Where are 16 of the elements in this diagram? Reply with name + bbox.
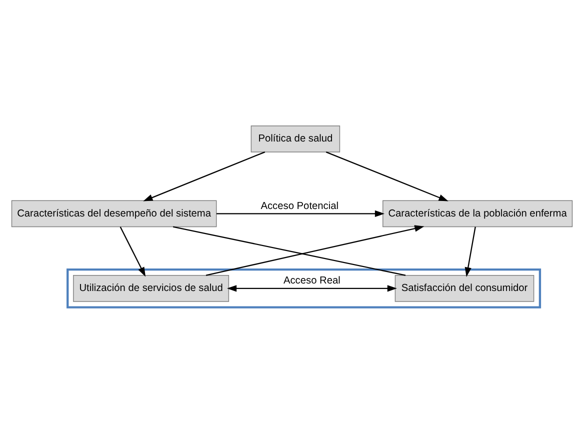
arrow <box>206 225 424 276</box>
node-box: Características del desempeño del sistema <box>11 200 217 228</box>
connector <box>173 226 406 276</box>
arrow <box>120 226 146 277</box>
edge-label: Acceso Potencial <box>260 200 339 212</box>
arrow <box>143 152 266 202</box>
arrow <box>326 152 448 202</box>
node-box: Utilización de servicios de salud <box>73 275 230 302</box>
arrow <box>464 226 476 277</box>
node-box: Características de la población enferma <box>382 200 573 228</box>
node-box: Satisfacción del consumidor <box>394 275 534 302</box>
edge-label: Acceso Real <box>283 275 340 286</box>
node-box: Política de salud <box>250 126 340 152</box>
arrow <box>216 210 385 218</box>
cluster <box>66 268 542 308</box>
arrow <box>226 285 397 292</box>
